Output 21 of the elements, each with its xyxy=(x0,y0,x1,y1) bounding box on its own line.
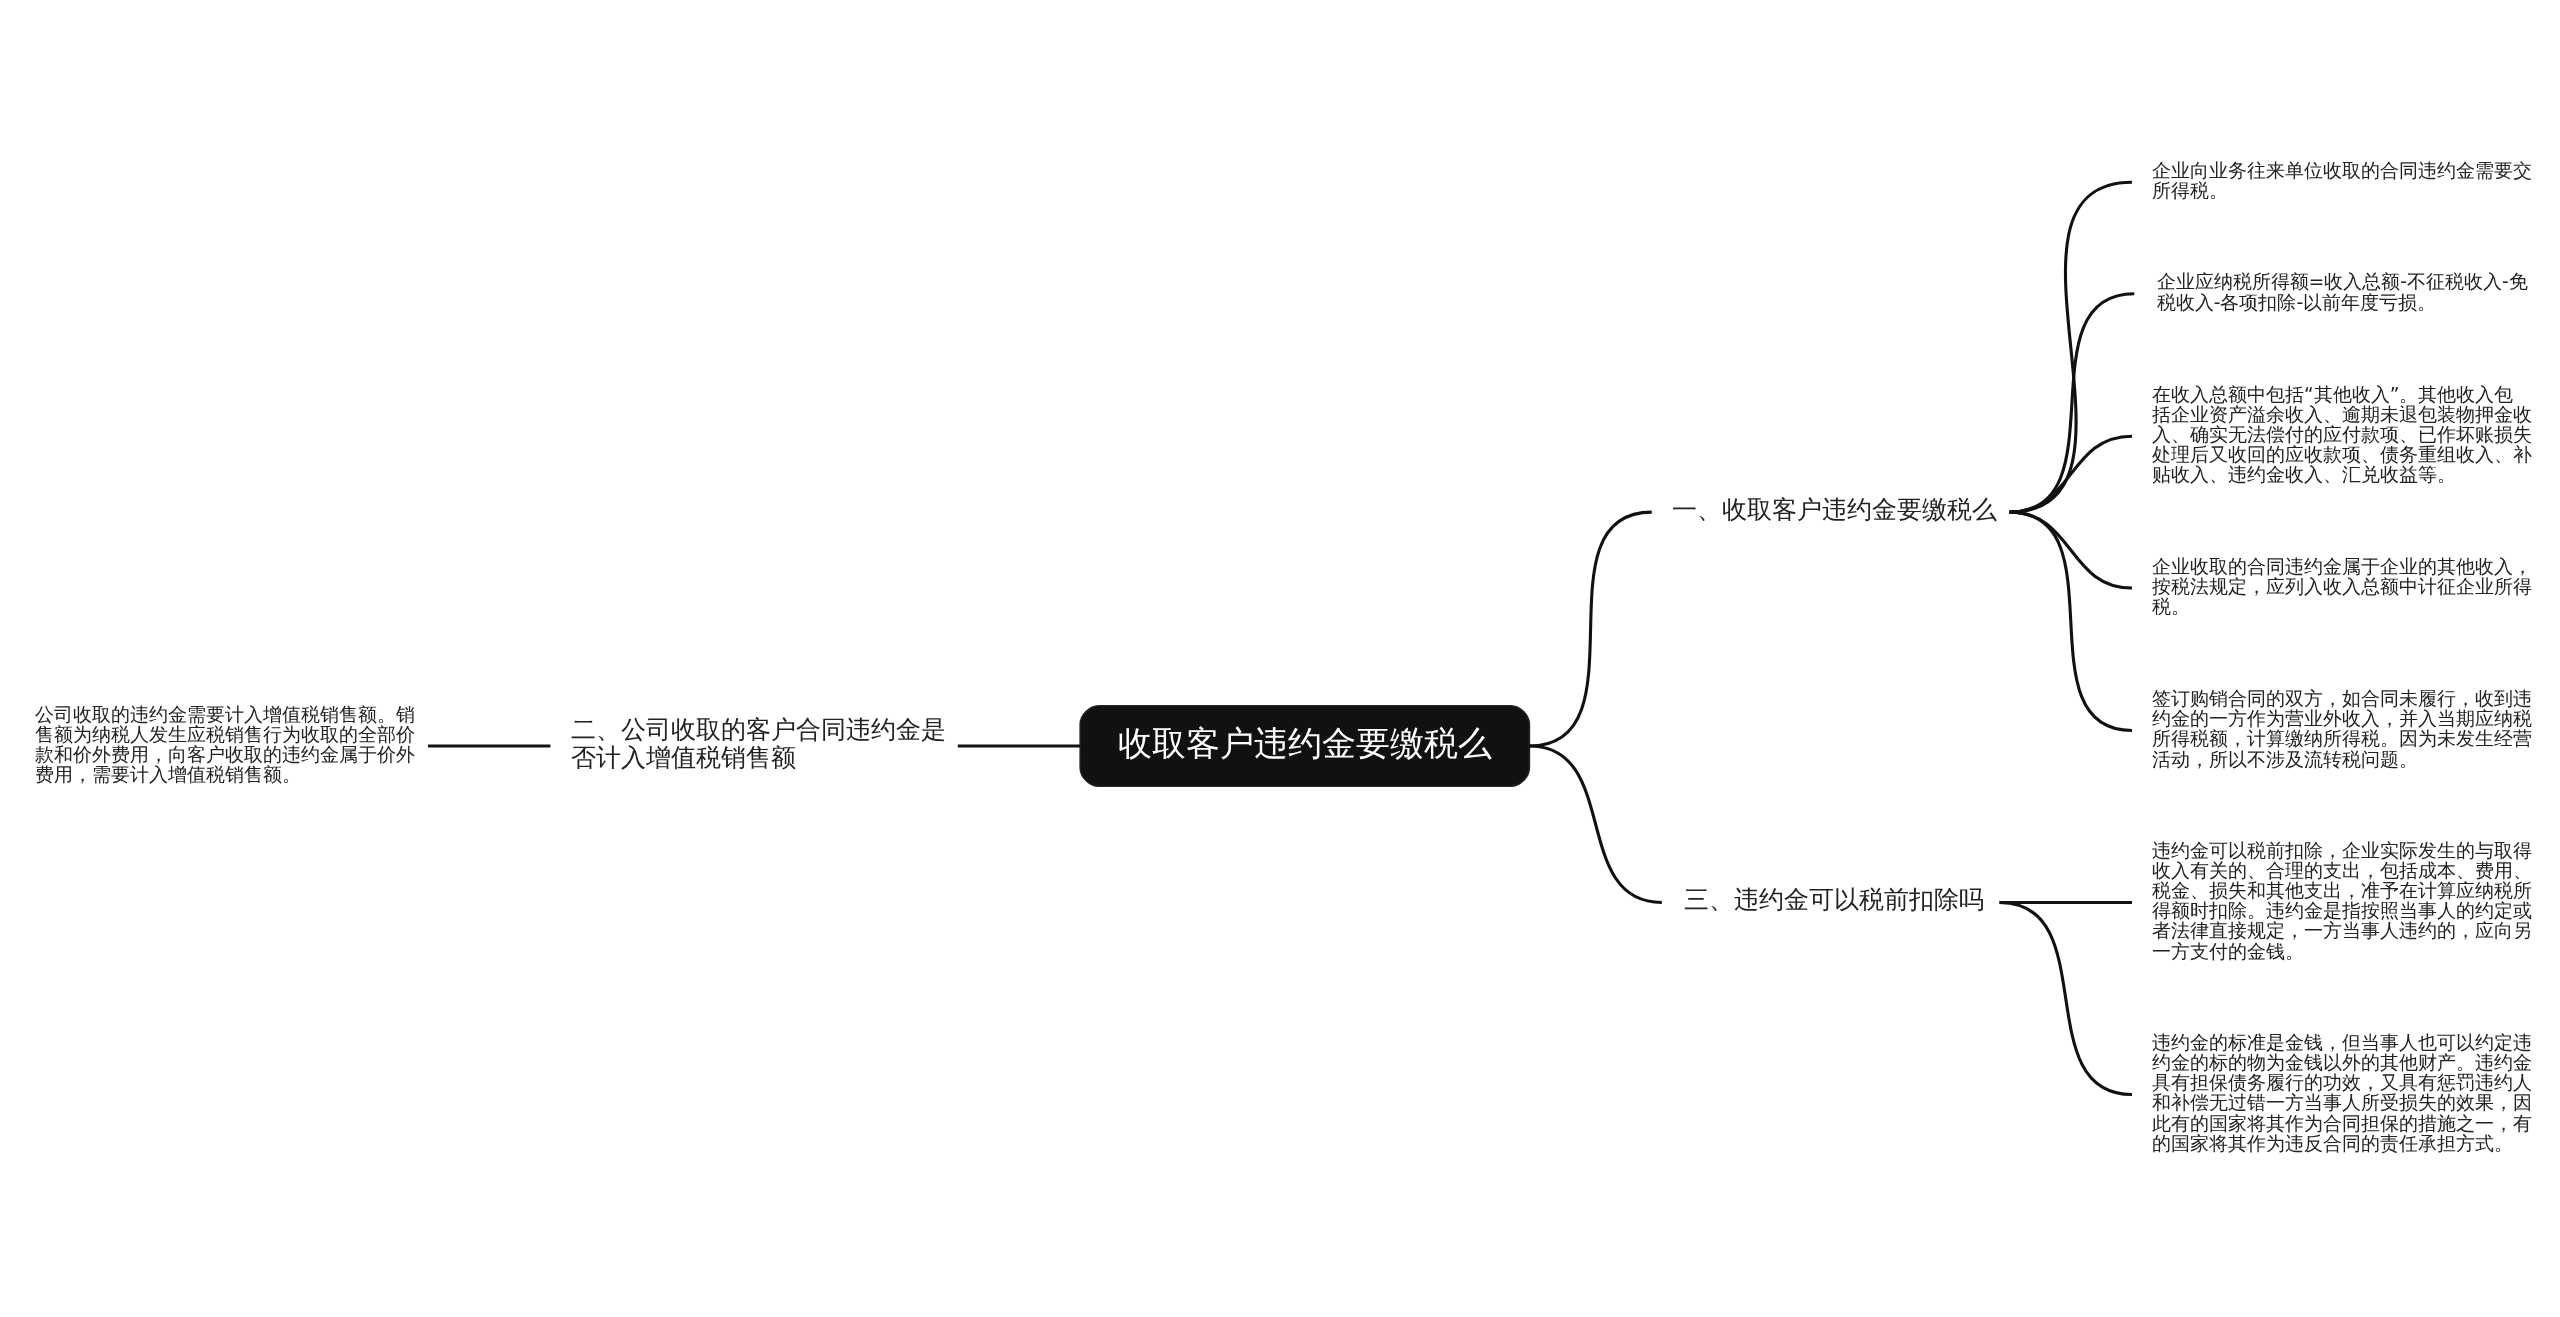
node-text: 三、违约金可以税前扣除吗 xyxy=(1683,885,1984,915)
node-text: 违约金可以税前扣除，企业实际发生的与取得收入有关的、合理的支出，包括成本、费用、税金、损失和其他支出，准予在计算应纳税所得额时扣除。违约金是指按照当事人的约定或者法律直接规定，一方当事人违约的，应向另一方支付的金钱。 xyxy=(2152,839,2533,962)
node-text: 违约金的标准是金钱，但当事人也可以约定违约金的标的物为金钱以外的其他财产。违约金具有担保债务履行的功效，又具有惩罚违约人和补偿无过错一方当事人所受损失的效果，因此有的国家将其作为合同担保的措施之一，有的国家将其作为违反合同的责任承担方式。 xyxy=(2152,1032,2533,1154)
node-text: 二、公司收取的客户合同违约金是否计入增值税销售额 xyxy=(570,714,946,772)
connector xyxy=(1999,900,2133,1097)
connector xyxy=(1529,744,1663,904)
node-text: 公司收取的违约金需要计入增值税销售额。销售额为纳税人发生应税销售行为收取的全部价款和价外费用，向客户收取的违约金属于价外费用，需要计入增值税销售额。 xyxy=(34,703,415,786)
connector xyxy=(428,744,551,748)
node-text: 企业收取的合同违约金属于企业的其他收入，按税法规定，应列入收入总额中计征企业所得税。 xyxy=(2152,555,2533,617)
connector xyxy=(957,744,1081,748)
node-text: 企业向业务往来单位收取的合同违约金需要交所得税。 xyxy=(2152,159,2533,202)
node-text: 一、收取客户违约金要缴税么 xyxy=(1671,495,1997,524)
connector xyxy=(2009,510,2133,733)
connector xyxy=(2009,180,2133,514)
node-text: 企业应纳税所得额=收入总额-不征税收入-免税收入-各项扣除-以前年度亏损。 xyxy=(2156,271,2528,313)
node-text: 签订购销合同的双方，如合同未履行，收到违约金的一方作为营业外收入，并入当期应纳税所得税额，计算缴纳所得税。因为未发生经营活动，所以不涉及流转税问题。 xyxy=(2152,688,2533,770)
connector xyxy=(2009,292,2135,514)
node-text: 在收入总额中包括“其他收入”。其他收入包括企业资产溢余收入、逾期未退包装物押金收入、确实无法偿付的应付款项、已作坏账损失处理后又收回的应收款项、债务重组收入、补贴收入、违约金收入、汇兑收益等。 xyxy=(2152,383,2533,486)
node-box: 收取客户违约金要缴税么 xyxy=(1079,704,1531,788)
connector xyxy=(1529,510,1653,748)
connector xyxy=(2009,434,2133,514)
